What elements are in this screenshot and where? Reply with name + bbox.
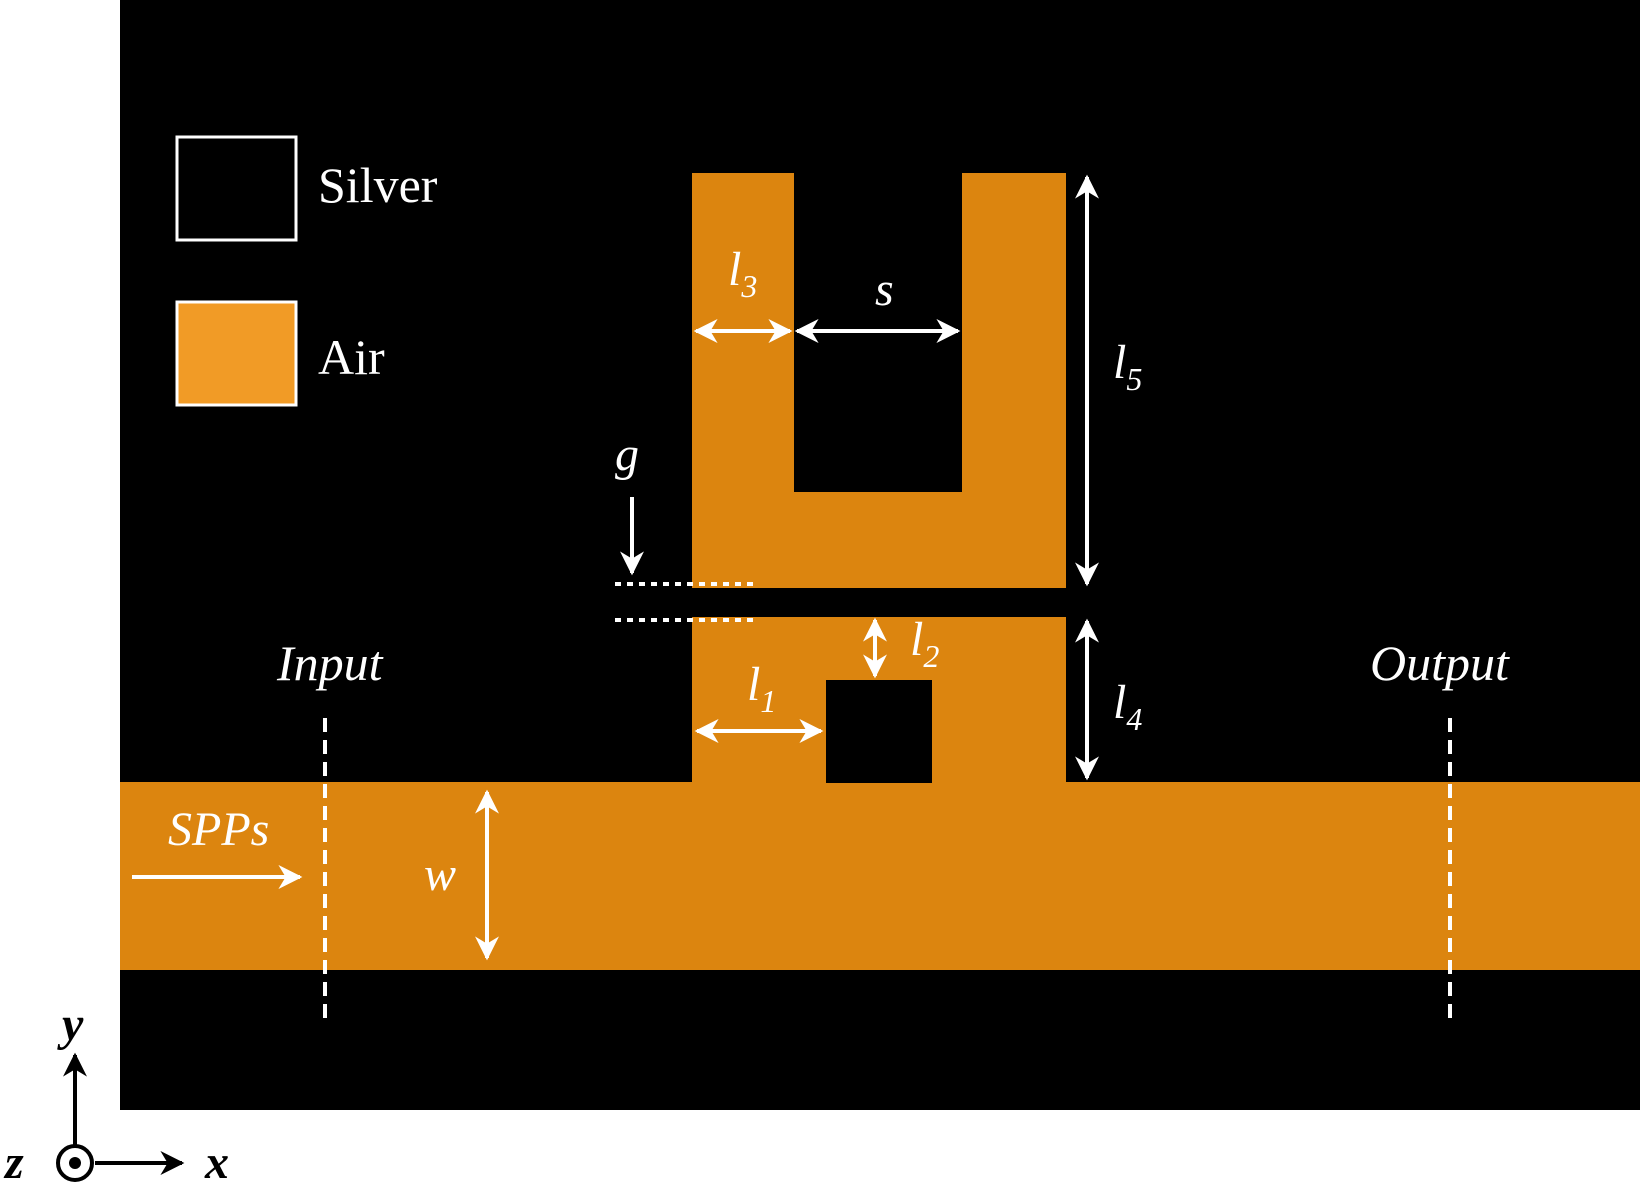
legend-air-swatch bbox=[175, 300, 298, 407]
l4-letter: l bbox=[1113, 676, 1126, 729]
legend-silver-label: Silver bbox=[318, 157, 438, 213]
legend-silver-swatch bbox=[175, 135, 298, 242]
legend-air-label: Air bbox=[318, 329, 385, 385]
z-axis-label: z bbox=[3, 1136, 24, 1189]
l4-label: l4 bbox=[1113, 676, 1142, 737]
w-label: w bbox=[424, 848, 456, 901]
l1-subscript: 1 bbox=[760, 683, 776, 719]
l3-subscript: 3 bbox=[740, 268, 757, 304]
l2-label: l2 bbox=[910, 613, 939, 674]
l5-subscript: 5 bbox=[1126, 361, 1142, 397]
silver-square bbox=[826, 680, 932, 783]
x-axis-label: x bbox=[204, 1136, 229, 1189]
l2-letter: l bbox=[910, 613, 923, 666]
l1-letter: l bbox=[747, 658, 760, 711]
input-label: Input bbox=[276, 635, 384, 691]
u-shaped-resonator bbox=[692, 173, 1066, 588]
y-axis-label: y bbox=[57, 998, 84, 1051]
g-label: g bbox=[615, 428, 639, 481]
l4-subscript: 4 bbox=[1126, 701, 1142, 737]
l3-label: l3 bbox=[728, 243, 757, 304]
l5-letter: l bbox=[1113, 336, 1126, 389]
output-label: Output bbox=[1370, 635, 1510, 691]
l1-label: l1 bbox=[747, 658, 776, 719]
z-axis-dot bbox=[69, 1157, 81, 1169]
bus-waveguide bbox=[120, 782, 1640, 970]
l2-subscript: 2 bbox=[923, 638, 939, 674]
spps-label: SPPs bbox=[168, 803, 269, 856]
s-label: s bbox=[875, 263, 894, 316]
l3-letter: l bbox=[728, 243, 741, 296]
l5-label: l5 bbox=[1113, 336, 1142, 397]
